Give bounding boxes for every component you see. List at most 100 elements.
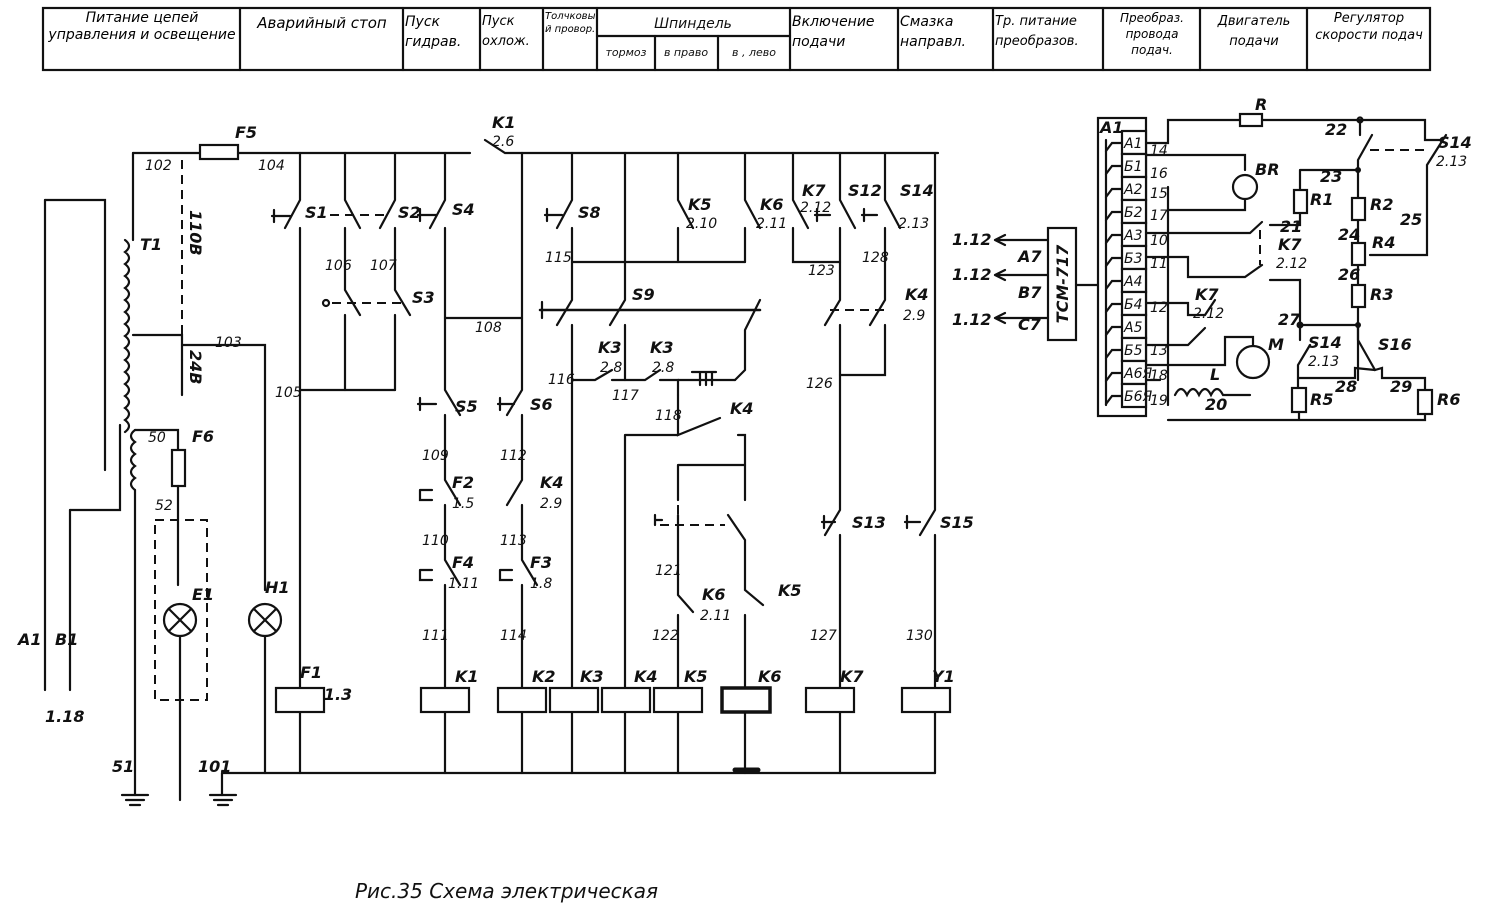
terminal-label: А1 bbox=[1123, 136, 1142, 152]
component-label: 2.12 bbox=[1193, 306, 1224, 322]
component-label: A1 bbox=[16, 630, 42, 649]
header-cooling-start: Пуск охлож. bbox=[482, 14, 530, 49]
header-feed-speed-regulator: Регулятор скорости подач bbox=[1315, 11, 1423, 43]
terminal-number: 16 bbox=[1150, 166, 1168, 182]
ground-icon bbox=[208, 793, 238, 807]
component-label: 2.11 bbox=[700, 608, 731, 624]
component-label: 2.8 bbox=[652, 360, 674, 376]
header-feed-motor: Двигатель подачи bbox=[1217, 14, 1291, 49]
component-label: S3 bbox=[412, 288, 435, 307]
terminal-number: 10 bbox=[1150, 233, 1168, 249]
component-label: K4 bbox=[540, 473, 564, 492]
component-label: S8 bbox=[578, 203, 601, 222]
component-label: K3 bbox=[580, 667, 604, 686]
header-converter-transformer: Тр. питание преобразов. bbox=[995, 14, 1079, 49]
component-label: S4 bbox=[452, 200, 475, 219]
header-power-control: Питание цепей управления и освещение bbox=[48, 10, 236, 43]
component-label: 105 bbox=[275, 385, 302, 401]
power-supply-section: A1 B1 1.18 T1 110В 24В 102 103 F5 104 H1… bbox=[16, 123, 940, 807]
component-label: 2.11 bbox=[756, 216, 787, 232]
feed-drive-section: A1 А1Б1А2Б2А3Б3А4Б4А5Б5А6ЯБ6Я14161517101… bbox=[1096, 95, 1472, 422]
component-label: C7 bbox=[1018, 315, 1042, 334]
component-label: K3 bbox=[650, 338, 674, 357]
component-label: K6 bbox=[760, 195, 784, 214]
component-label: 22 bbox=[1325, 120, 1347, 139]
component-label: K6 bbox=[758, 667, 782, 686]
resistor-R5 bbox=[1290, 386, 1308, 414]
header-guide-lube: Смазка направл. bbox=[900, 14, 967, 50]
tachogenerator-BR bbox=[1231, 173, 1259, 201]
header-jog: Толчковый провор. bbox=[545, 11, 596, 35]
terminal-number: 17 bbox=[1150, 208, 1168, 224]
component-label: K5 bbox=[778, 581, 802, 600]
component-label: 1.18 bbox=[45, 707, 84, 726]
component-label: R5 bbox=[1310, 390, 1333, 409]
fuse-F6 bbox=[170, 448, 187, 488]
component-label: 122 bbox=[652, 628, 679, 644]
header-feed-drive-converter: Преобраз. провода подач. bbox=[1120, 11, 1184, 57]
component-label: 107 bbox=[370, 258, 397, 274]
component-label: S14 bbox=[1308, 333, 1342, 352]
header-spindle-left: в , лево bbox=[732, 46, 776, 59]
component-label: H1 bbox=[265, 578, 290, 597]
component-label: F3 bbox=[530, 553, 552, 572]
header-table: Питание цепей управления и освещение Ава… bbox=[41, 6, 1432, 72]
figure-caption: Рис.35 Схема электрическая bbox=[355, 879, 658, 903]
converter-section: 1.12 1.12 1.12 A7 B7 C7 ТСМ-717 bbox=[952, 226, 1102, 342]
component-label: 1.11 bbox=[448, 576, 479, 592]
component-label: K1 bbox=[492, 113, 516, 132]
terminal-label: Б3 bbox=[1124, 251, 1143, 267]
component-label: K4 bbox=[730, 399, 754, 418]
header-feed-on: Включение подачи bbox=[792, 14, 875, 50]
relay-coil-K2 bbox=[496, 686, 548, 714]
component-label: S2 bbox=[398, 203, 421, 222]
component-label: 2.13 bbox=[1436, 154, 1467, 170]
component-label: S9 bbox=[632, 285, 655, 304]
header-spindle-right: в право bbox=[664, 46, 708, 59]
control-ladder: S1 105 F1 1.3 S2 S3 106 107 S4 108 S5 10… bbox=[270, 113, 974, 775]
component-label: 50 bbox=[148, 430, 166, 446]
terminal-number: 11 bbox=[1150, 256, 1168, 272]
component-label: B1 bbox=[55, 630, 78, 649]
component-label: B7 bbox=[1018, 283, 1042, 302]
header-emergency-stop: Аварийный стоп bbox=[257, 14, 387, 32]
component-label: 2.9 bbox=[903, 308, 925, 324]
component-label: 2.10 bbox=[686, 216, 717, 232]
resistor-R3 bbox=[1350, 283, 1367, 309]
component-label: 101 bbox=[198, 757, 231, 776]
component-label: T1 bbox=[140, 235, 162, 254]
component-label: 1.12 bbox=[952, 230, 991, 249]
component-label: 27 bbox=[1278, 310, 1301, 329]
component-label: 52 bbox=[155, 498, 173, 514]
component-label: 21 bbox=[1280, 217, 1302, 236]
relay-coil-K3 bbox=[548, 686, 600, 714]
component-label: 112 bbox=[500, 448, 527, 464]
resistor-R1 bbox=[1292, 188, 1309, 215]
relay-coil-K5 bbox=[652, 686, 704, 714]
component-label: 24 bbox=[1338, 225, 1360, 244]
component-label: R6 bbox=[1437, 390, 1460, 409]
relay-coil-K4 bbox=[600, 686, 652, 714]
converter-TCM-717 bbox=[1046, 226, 1078, 342]
terminal-number: 18 bbox=[1150, 368, 1168, 384]
component-label: 114 bbox=[500, 628, 527, 644]
transformer-primary-winding bbox=[123, 238, 131, 434]
component-label: K3 bbox=[598, 338, 622, 357]
component-label: S1 bbox=[305, 203, 328, 222]
component-label: R4 bbox=[1372, 233, 1395, 252]
terminal-label: Б5 bbox=[1124, 343, 1143, 359]
component-label: 110В bbox=[186, 210, 205, 256]
component-label: 1.3 bbox=[324, 685, 352, 704]
component-label: 24В bbox=[186, 350, 205, 384]
field-winding-L bbox=[1144, 378, 1252, 398]
component-label: K7 bbox=[802, 181, 826, 200]
component-label: 130 bbox=[906, 628, 933, 644]
component-label: S14 bbox=[900, 181, 934, 200]
component-label: S5 bbox=[455, 397, 478, 416]
terminal-number: 15 bbox=[1150, 186, 1168, 202]
component-label: 2.8 bbox=[600, 360, 622, 376]
component-label: 1.12 bbox=[952, 265, 991, 284]
terminal-number: 19 bbox=[1150, 393, 1168, 409]
component-label: 104 bbox=[258, 158, 285, 174]
component-label: F2 bbox=[452, 473, 474, 492]
